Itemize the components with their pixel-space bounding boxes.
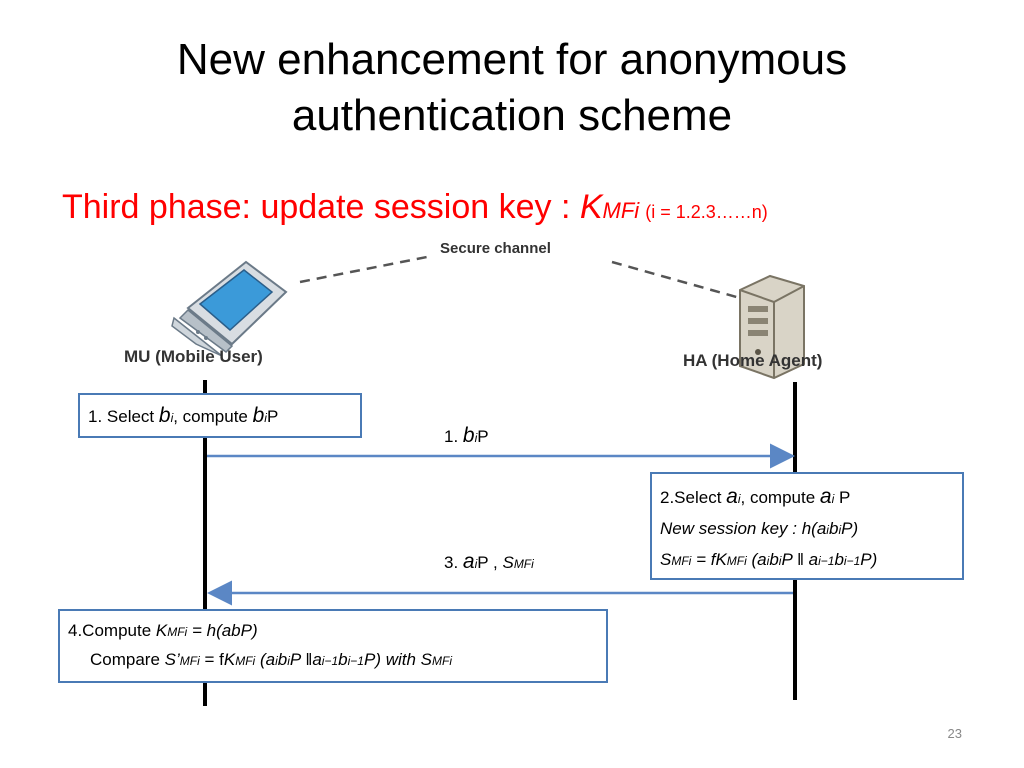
s2l2: New session key : h(a	[660, 519, 827, 538]
s2l3g: P)	[860, 550, 878, 569]
secure-channel-line-right	[611, 260, 741, 300]
s2l3i3: i−1	[818, 554, 835, 568]
msg1-p: P	[477, 427, 489, 446]
s2l2i1: i	[826, 523, 829, 537]
subtitle-range: (i = 1.2.3……n)	[645, 202, 768, 222]
s2l2end: P)	[841, 519, 859, 538]
msg3-mfi: MFi	[513, 557, 534, 571]
msg3-p: P ,	[477, 553, 503, 572]
s2l3b: = f	[691, 550, 716, 569]
s4l2d: b	[277, 650, 288, 669]
server-computer-icon	[739, 274, 805, 380]
s4l2k: K	[223, 650, 236, 669]
s4l2i4: i−1	[347, 654, 364, 668]
s2l3d: b	[769, 550, 779, 569]
s4l2b: = f	[199, 650, 224, 669]
step1-b2: b	[252, 404, 265, 427]
s4l2i3: i−1	[321, 654, 339, 668]
step4-box: 4.Compute KMFi = h(abP) Compare S’MFi = …	[58, 609, 608, 683]
message-3-label: 3. aiP , SMFi	[444, 550, 534, 574]
s2l1a: 2.Select	[660, 488, 727, 507]
s2l3mfi: MFi	[671, 554, 692, 568]
step1-compute: , compute	[173, 407, 253, 426]
msg3-a: a	[462, 550, 475, 573]
step1-i2: i	[264, 411, 267, 425]
subtitle-key: K	[579, 188, 603, 226]
s2l3i2: i	[778, 554, 782, 568]
step2-line-2: New session key : h(aibiP)	[660, 514, 954, 545]
s4l2i2: i	[287, 654, 290, 668]
s4l2i1: i	[275, 654, 278, 668]
s2l3c: (a	[746, 550, 767, 569]
phase-subtitle: Third phase: update session key : KMFi(i…	[62, 188, 768, 227]
subtitle-key-sub: MFi	[602, 198, 640, 223]
msg1-num: 1.	[444, 427, 463, 446]
secure-channel-label: Secure channel	[440, 240, 551, 257]
s4l2a: Compare	[90, 650, 165, 669]
s4l2g: P) with S	[363, 650, 433, 669]
s2l3kmfi: MFi	[726, 554, 747, 568]
step2-line-3: SMFi = fKMFi (aibiP ‖ ai−1bi−1P)	[660, 545, 954, 576]
s2l3i1: i	[766, 554, 770, 568]
title-line-2: authentication scheme	[291, 91, 733, 140]
s2l3f: b	[834, 550, 844, 569]
s2l3e: P ‖ a	[781, 550, 819, 569]
mu-label: MU (Mobile User)	[124, 347, 263, 366]
msg3-num: 3.	[444, 553, 463, 572]
s2l2b: b	[828, 519, 839, 538]
message-1-label: 1. biP	[444, 424, 489, 448]
step1-b: b	[158, 404, 171, 427]
s2l1i: i	[737, 492, 741, 506]
s4l2c: (a	[255, 650, 276, 669]
s4l1a: 4.Compute	[68, 621, 156, 640]
s2l2i2: i	[838, 523, 842, 537]
slide-title: New enhancement for anonymous authentica…	[0, 32, 1024, 144]
mobile-phone-icon	[171, 260, 288, 357]
msg3-s: S	[502, 553, 514, 572]
s2l1d: a	[819, 485, 832, 508]
msg1-b: b	[462, 424, 475, 447]
s4l2mfi: MFi	[179, 654, 200, 668]
s2l3i4: i−1	[843, 554, 861, 568]
s4l2kmfi: MFi	[235, 654, 256, 668]
s4l2f: b	[338, 650, 348, 669]
step1-text: 1. Select	[88, 407, 159, 426]
step2-box: 2.Select ai, compute ai P New session ke…	[650, 472, 964, 580]
s2l3k: K	[715, 550, 727, 569]
s2l3a: S	[660, 550, 672, 569]
step1-box: 1. Select bi, compute biP	[78, 393, 362, 438]
secure-channel-line-left	[299, 254, 433, 284]
s2l1c: , compute	[740, 488, 820, 507]
step1-i: i	[170, 411, 174, 425]
s4l1b: = h(abP)	[187, 621, 258, 640]
step1-p: P	[266, 407, 279, 426]
subtitle-text: Third phase: update session key :	[62, 188, 580, 226]
msg3-i: i	[474, 557, 478, 571]
page-number: 23	[947, 726, 962, 741]
s4l2e: P ‖a	[289, 650, 322, 669]
title-line-1: New enhancement for anonymous	[176, 35, 848, 84]
s4l2smfi: MFi	[432, 654, 453, 668]
step4-line-2: Compare S’MFi = fKMFi (aibiP ‖ai−1bi−1P)…	[68, 646, 598, 675]
s4l2s: S’	[164, 650, 180, 669]
s2l1e: i	[831, 492, 835, 506]
s4l1mfi: MFi	[167, 625, 188, 639]
s4l1k: K	[155, 621, 168, 640]
s2l1f: P	[834, 488, 851, 507]
step4-line-1: 4.Compute KMFi = h(abP)	[68, 617, 598, 646]
msg1-i: i	[474, 431, 478, 445]
s2l1b: a	[726, 485, 738, 508]
step2-line-1: 2.Select ai, compute ai P	[660, 482, 954, 514]
ha-label: HA (Home Agent)	[683, 351, 823, 370]
